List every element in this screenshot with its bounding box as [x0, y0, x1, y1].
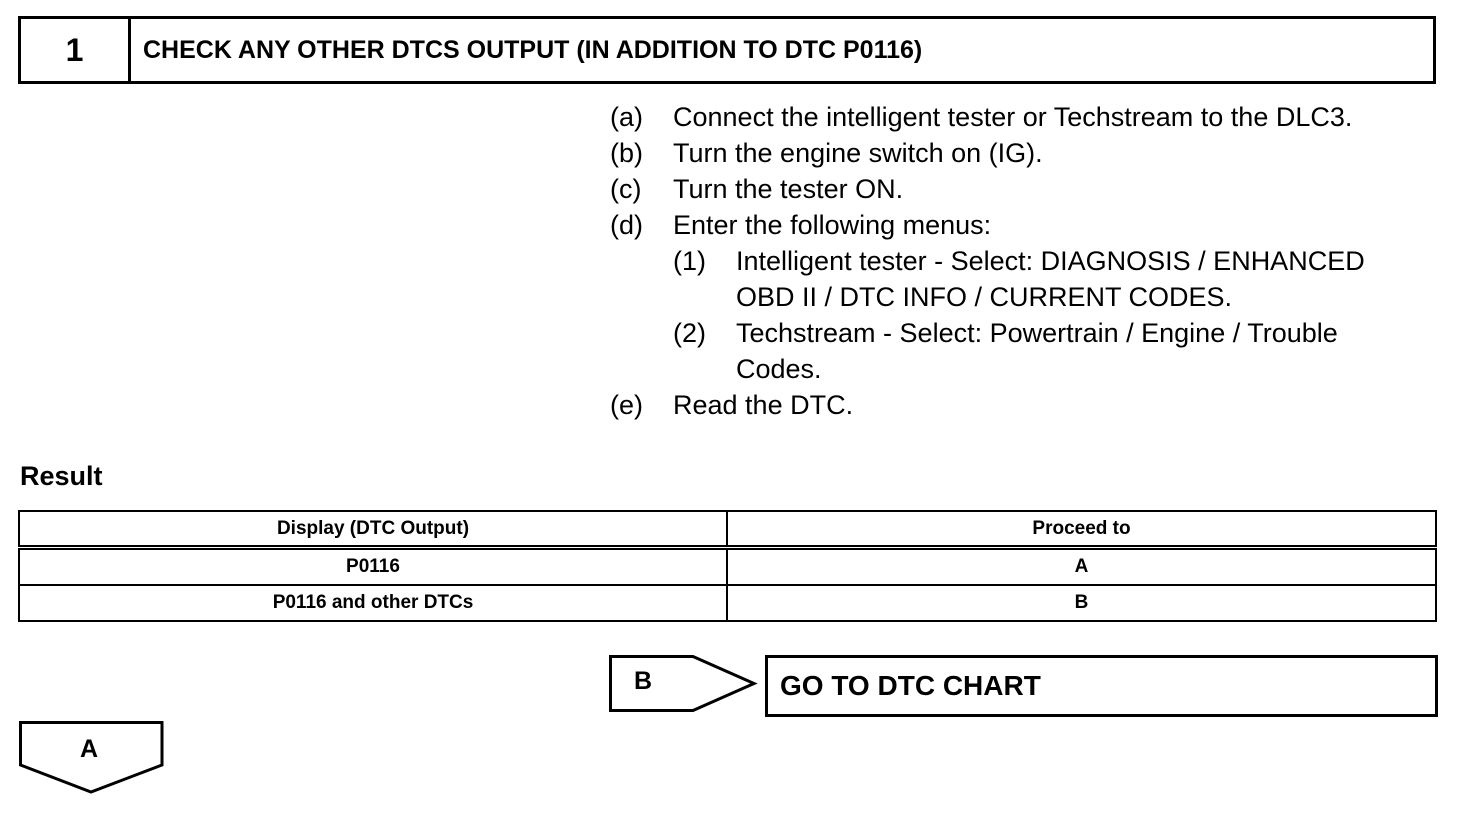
submenu-item: (1) Intelligent tester - Select: DIAGNOS…: [673, 243, 1426, 315]
procedure-item: (c) Turn the tester ON.: [610, 171, 1426, 207]
branch-b-label: B: [634, 667, 653, 695]
column-header-proceed: Proceed to: [726, 510, 1437, 550]
procedure-item-label: (c): [610, 174, 642, 204]
procedure-item: (d) Enter the following menus:: [610, 207, 1426, 243]
branch-a-arrow-shape: [19, 721, 164, 794]
procedure-item: (b) Turn the engine switch on (IG).: [610, 135, 1426, 171]
column-header-display: Display (DTC Output): [18, 510, 728, 550]
step-header: 1 CHECK ANY OTHER DTCS OUTPUT (IN ADDITI…: [18, 16, 1436, 84]
submenu-item-text: Intelligent tester - Select: DIAGNOSIS /…: [736, 246, 1365, 312]
procedure-item-text: Enter the following menus:: [673, 210, 992, 240]
step-title: CHECK ANY OTHER DTCS OUTPUT (IN ADDITION…: [143, 35, 923, 64]
table-cell: P0116: [18, 546, 728, 586]
branch-a-label: A: [80, 735, 99, 763]
branch-b-arrow-shape: [609, 655, 758, 712]
procedure-list: (a) Connect the intelligent tester or Te…: [610, 99, 1426, 423]
table-cell: A: [726, 546, 1437, 586]
result-heading: Result: [20, 461, 103, 491]
submenu-item-text: Techstream - Select: Powertrain / Engine…: [736, 318, 1338, 384]
table-header-row: Display (DTC Output) Proceed to: [18, 510, 1437, 550]
table-row: P0116 A: [18, 546, 1437, 586]
procedure-item-label: (b): [610, 138, 643, 168]
procedure-item-text: Turn the engine switch on (IG).: [673, 138, 1043, 168]
submenu-item-label: (2): [673, 318, 706, 348]
procedure-item-text: Turn the tester ON.: [673, 174, 904, 204]
submenu-item: (2) Techstream - Select: Powertrain / En…: [673, 315, 1426, 387]
procedure-item-label: (e): [610, 390, 643, 420]
result-table: Display (DTC Output) Proceed to P0116 A …: [18, 510, 1437, 622]
procedure-item-text: Connect the intelligent tester or Techst…: [673, 102, 1353, 132]
goto-dtc-chart-box: GO TO DTC CHART: [765, 655, 1438, 717]
table-row: P0116 and other DTCs B: [18, 584, 1437, 622]
procedure-item-label: (d): [610, 210, 643, 240]
procedure-item-text: Read the DTC.: [673, 390, 854, 420]
step-number: 1: [21, 19, 131, 81]
table-cell: B: [726, 584, 1437, 622]
procedure-item: (a) Connect the intelligent tester or Te…: [610, 99, 1426, 135]
procedure-item-label: (a): [610, 102, 643, 132]
submenu-item-label: (1): [673, 246, 706, 276]
procedure-item: (e) Read the DTC.: [610, 387, 1426, 423]
table-cell: P0116 and other DTCs: [18, 584, 728, 622]
